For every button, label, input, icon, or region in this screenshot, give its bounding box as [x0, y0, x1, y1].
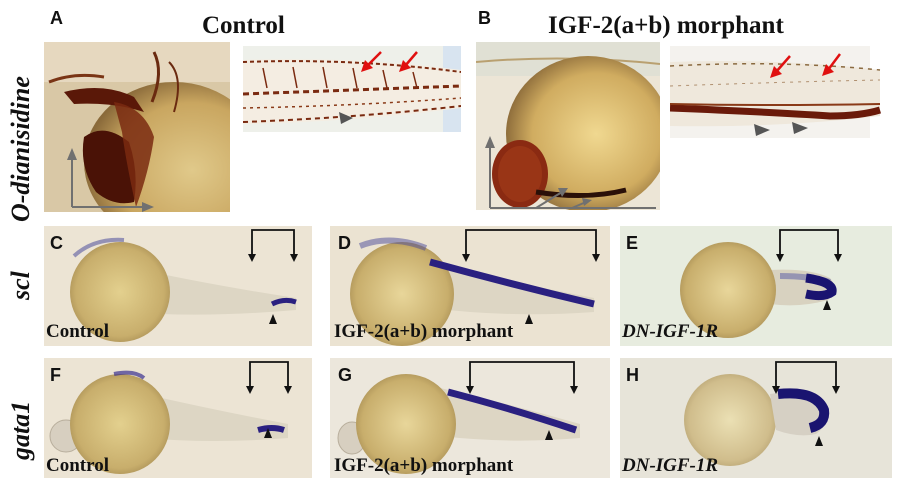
condition-label-h: DN-IGF-1R	[622, 455, 719, 476]
condition-label-d: IGF-2(a+b) morphant	[334, 321, 514, 342]
condition-label-g: IGF-2(a+b) morphant	[334, 455, 514, 476]
panel-h-image	[620, 358, 892, 478]
bracket-f	[246, 361, 292, 394]
title-morphant: IGF-2(a+b) morphant	[548, 12, 784, 39]
panel-b-tail-image	[670, 46, 892, 138]
panel-letter-h: H	[626, 365, 639, 385]
bracket-c	[248, 229, 298, 262]
panel-d-image	[330, 226, 610, 346]
bracket-e	[776, 229, 842, 262]
panel-b-image	[476, 42, 660, 210]
panel-letter-b: B	[478, 8, 491, 28]
panel-letter-g: G	[338, 365, 353, 385]
bracket-h	[772, 361, 840, 394]
panel-letter-e: E	[626, 233, 639, 253]
row-label-odianisidine: O-dianisidine	[6, 76, 35, 222]
condition-label-c: Control	[46, 321, 109, 342]
panel-g-image	[330, 358, 610, 478]
condition-label-e: DN-IGF-1R	[622, 321, 719, 342]
panel-e-image	[620, 226, 892, 346]
panel-letter-d: D	[338, 233, 351, 253]
panel-letter-c: C	[50, 233, 63, 253]
condition-label-f: Control	[46, 455, 109, 476]
row-label-scl: scl	[6, 271, 35, 300]
panel-a-image	[44, 42, 230, 212]
row-label-gata1: gata1	[6, 400, 35, 460]
bracket-d	[462, 229, 600, 262]
panel-letter-a: A	[50, 8, 63, 28]
panel-letter-f: F	[50, 365, 61, 385]
panel-c-image	[44, 226, 312, 346]
bracket-g	[466, 361, 578, 394]
title-control: Control	[202, 12, 285, 39]
panel-a-tail-image	[243, 46, 461, 132]
panel-f-image	[44, 358, 312, 478]
